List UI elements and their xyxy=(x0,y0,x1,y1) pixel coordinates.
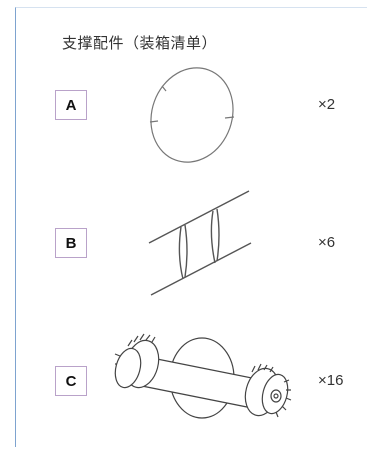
packing-list-panel xyxy=(15,7,367,447)
part-c-quantity: ×16 xyxy=(318,372,344,389)
page-title: 支撑配件（装箱清单） xyxy=(62,34,218,52)
ring-icon xyxy=(149,67,235,163)
part-b-label: B xyxy=(55,228,87,258)
ladder-rail-icon xyxy=(148,190,252,296)
roller-icon xyxy=(114,333,292,419)
part-b-quantity: ×6 xyxy=(318,234,336,251)
part-c-label: C xyxy=(55,366,87,396)
part-a-label: A xyxy=(55,90,87,120)
part-a-quantity: ×2 xyxy=(318,96,336,113)
